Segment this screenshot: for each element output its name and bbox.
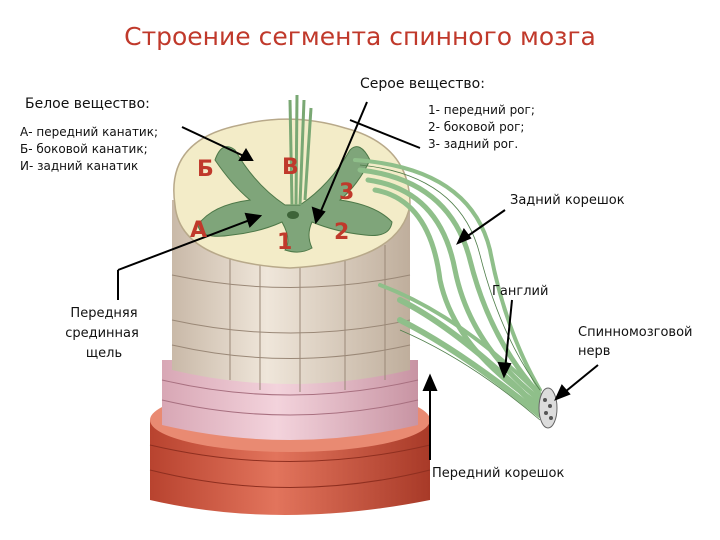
dorsal-rootlets-top	[288, 94, 313, 206]
page-title: Строение сегмента спинного мозга	[124, 22, 596, 51]
white-matter-item-a: А- передний канатик;	[20, 125, 159, 139]
white-matter-heading: Белое вещество:	[25, 96, 150, 112]
gray-matter-heading: Серое вещество:	[360, 76, 485, 92]
pointer-arrows	[117, 101, 599, 460]
spinal-nerve-label-line1: Спинномозговой	[578, 325, 693, 340]
gray-matter-item-2: 2- боковой рог;	[428, 120, 525, 134]
marker-2: 2	[334, 220, 350, 245]
fissure-label-line2: срединная	[65, 326, 139, 341]
gray-matter-item-1: 1- передний рог;	[428, 103, 535, 117]
marker-3: 3	[339, 180, 355, 205]
nerve-root-outline	[359, 164, 541, 421]
spinal-nerve-label-line2: нерв	[578, 344, 611, 359]
marker-a: А	[190, 218, 208, 243]
marker-b: Б	[197, 157, 214, 182]
ventral-root-label: Передний корешок	[432, 466, 565, 481]
gray-matter	[197, 146, 393, 253]
marker-1: 1	[277, 230, 293, 255]
fissure-label-line1: Передняя	[70, 306, 138, 321]
white-matter-item-b: Б- боковой канатик;	[20, 142, 148, 156]
ganglion-label: Ганглий	[492, 284, 549, 299]
spinal-nerve-end	[538, 387, 558, 429]
dorsal-root-label: Задний корешок	[510, 193, 625, 208]
nerve-roots	[353, 158, 543, 418]
gray-matter-item-3: 3- задний рог.	[428, 137, 519, 151]
marker-v: В	[282, 155, 299, 180]
white-matter-item-i: И- задний канатик	[20, 159, 139, 173]
fissure-label-line3: щель	[85, 346, 123, 361]
